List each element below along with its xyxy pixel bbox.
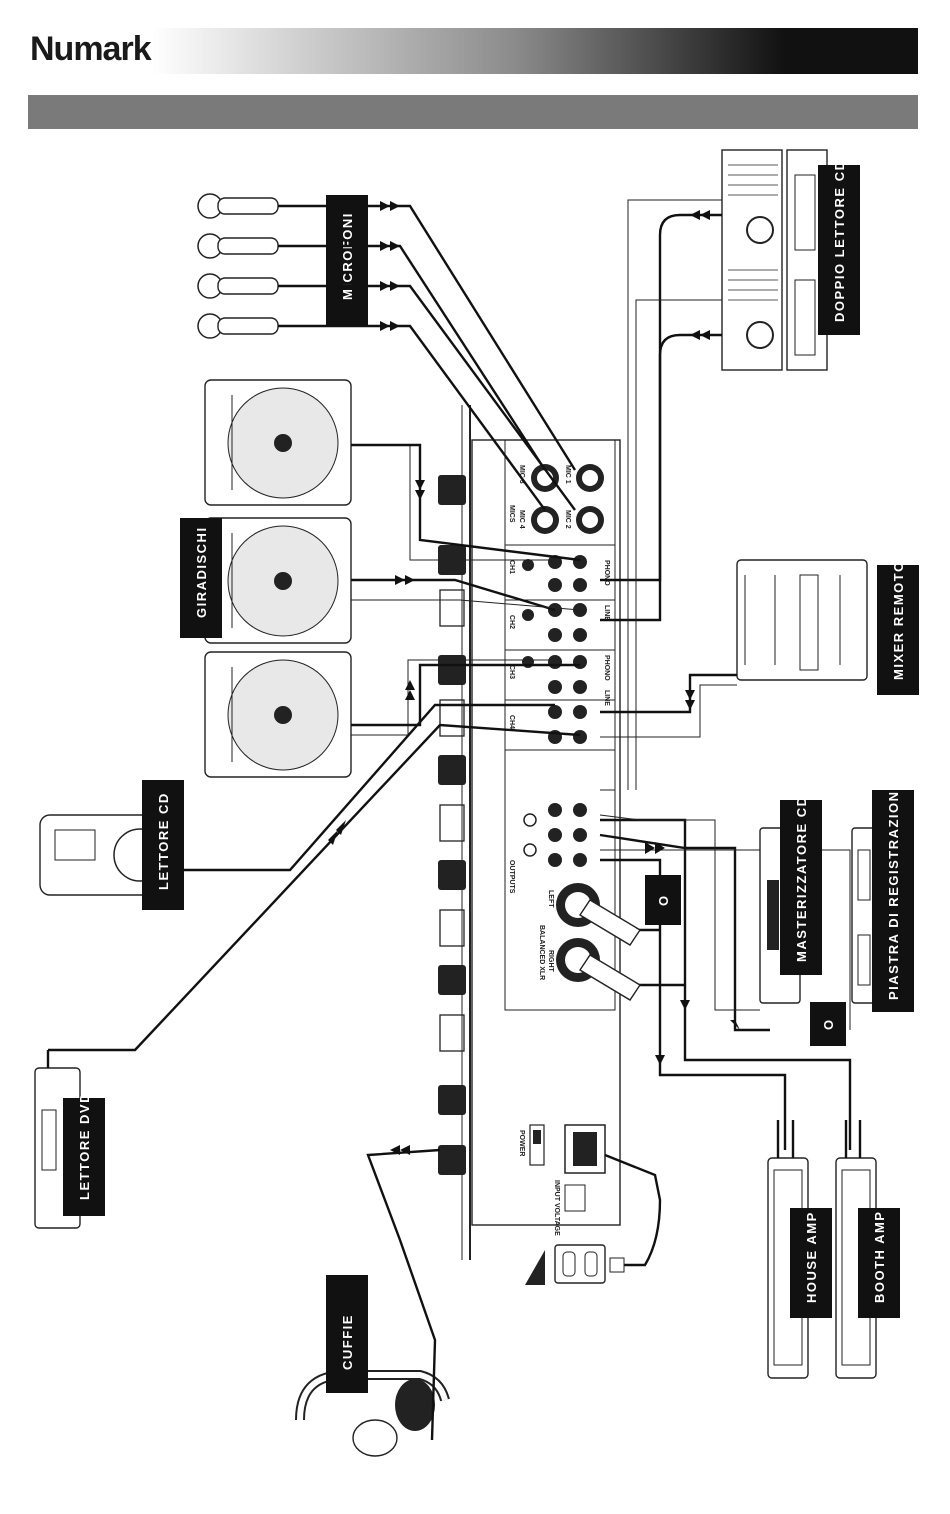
line-label-2: LINE [603,690,610,706]
headphones [300,1145,445,1456]
mixer-remoto-label: MIXER REMOTO [891,560,906,680]
ch2-label: CH2 [508,615,515,629]
microphones [198,194,300,338]
phono-label-2: PHONO [603,655,610,681]
phono-label-1: PHONO [603,560,610,586]
left-label: LEFT [547,890,554,908]
o-label-1: O [656,894,671,906]
booth-amp-label: BOOTH AMP [872,1211,887,1303]
numark-logo: Numark [30,30,151,69]
double-cd-player [722,150,827,370]
mic1-label: MIC 1 [564,465,571,484]
right-label: RIGHT [547,950,554,973]
masterizzatore-cd-label: MASTERIZZATORE CD [794,795,809,962]
connection-diagram: MICS MIC 4 MIC 2 MIC 3 MIC 1 CH1 CH2 CH3… [0,140,950,1510]
remote-mixer [737,560,867,680]
turntables [205,380,351,777]
mic4-label: MIC 4 [518,510,525,529]
outputs-label: OUTPUTS [508,860,515,894]
cuffie-label: CUFFIE [340,1314,355,1370]
mic2-label: MIC 2 [564,510,571,529]
piastra-di-registrazione-label: PIASTRA DI REGISTRAZIONE [886,780,901,1000]
mixer-unit: MICS MIC 4 MIC 2 MIC 3 MIC 1 CH1 CH2 CH3… [438,405,620,1260]
ch4-label: CH4 [508,715,515,729]
doppio-lettore-cd-label: DOPPIO LETTORE CD [832,160,847,323]
header-bar [28,28,918,74]
giradischi-label: GIRADISCHI [194,526,209,618]
lettore-cd-label: LETTORE CD [156,792,171,890]
lettore-dvd-label: LETTORE DVD [77,1092,92,1200]
power-label: POWER [518,1130,525,1156]
mics-label: MICS [508,505,515,523]
house-amp-label: HOUSE AMP [804,1211,819,1303]
o-label-2: O [821,1018,836,1030]
section-bar [28,95,918,129]
balanced-xlr-label: BALANCED XLR [538,925,545,980]
input-voltage-label: INPUT VOLTAGE [553,1180,560,1236]
ch3-label: CH3 [508,665,515,679]
ch1-label: CH1 [508,560,515,574]
